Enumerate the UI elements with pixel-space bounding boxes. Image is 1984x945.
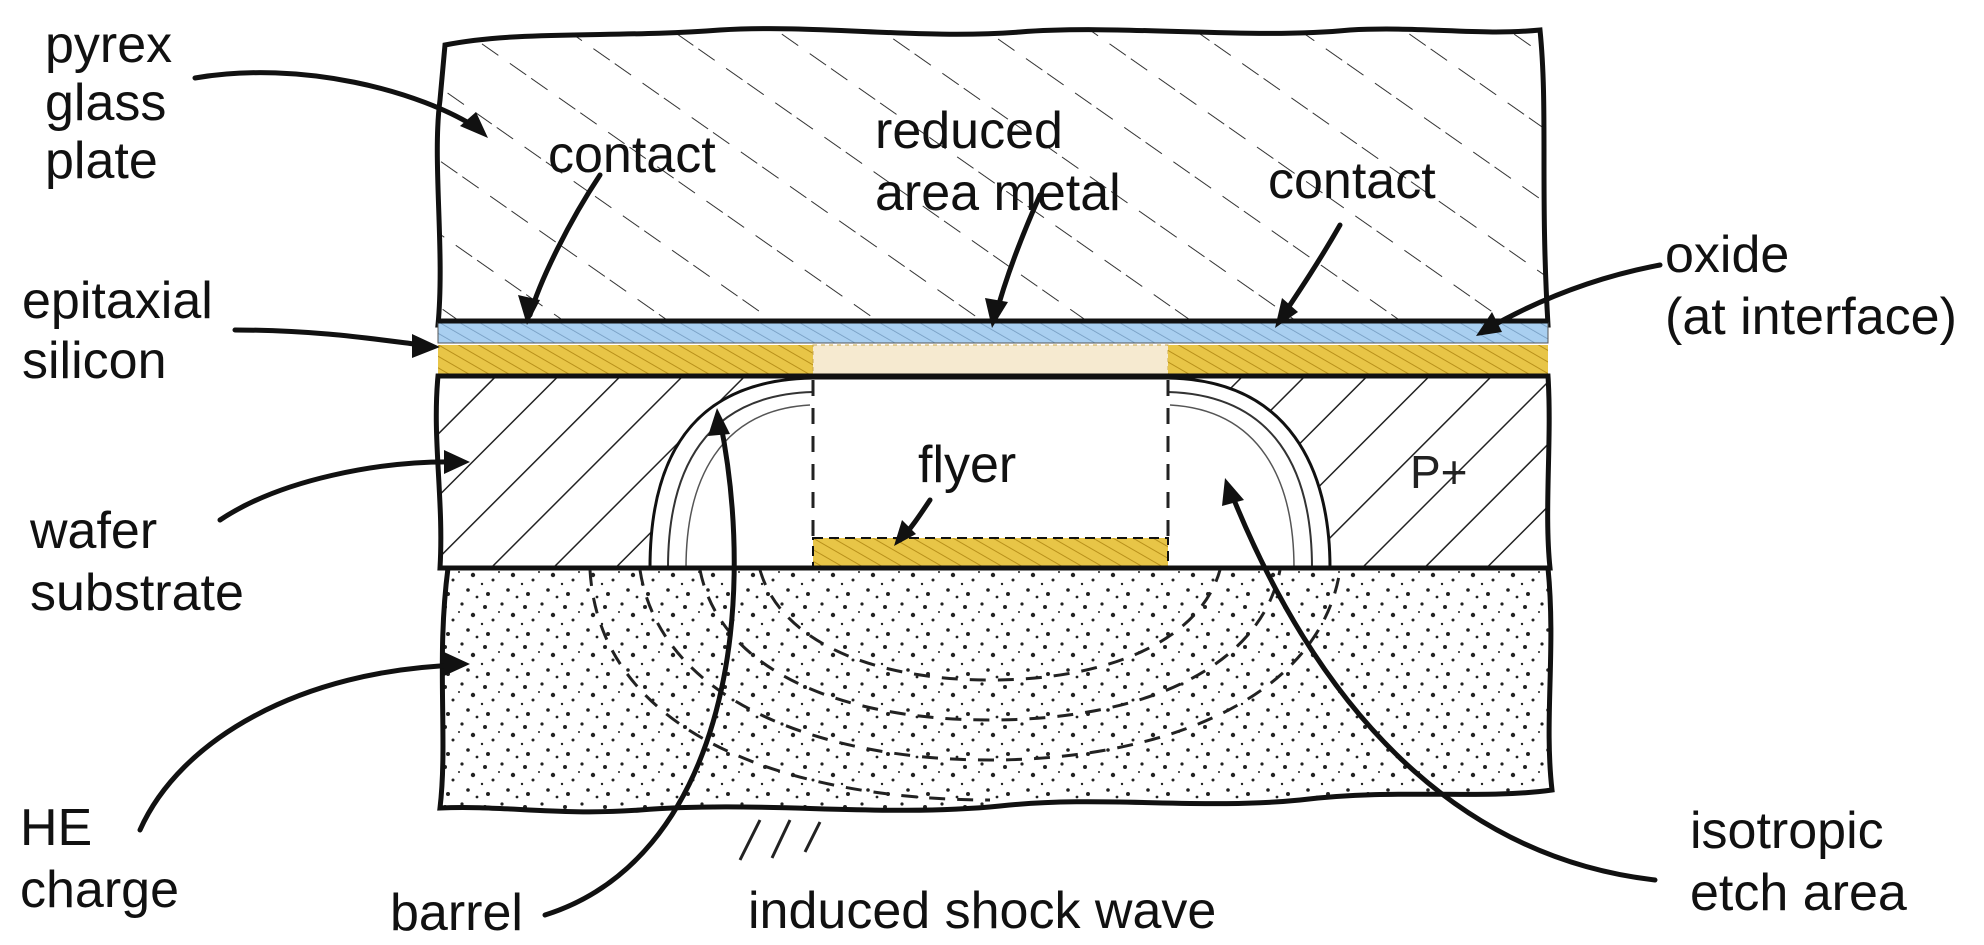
induced-shock-wave-arcs [588,569,1342,861]
etch-cavity [648,376,1332,570]
flyer-label: flyer [918,436,1016,494]
contact-right-label: contact [1268,152,1436,210]
he-charge [437,565,1555,815]
induced-shock-wave-label: induced shock wave [748,882,1216,940]
epitaxial-silicon-left [438,345,813,375]
wafer-substrate-label: wafer substrate [29,502,244,622]
epitaxial-silicon-label: epitaxial silicon [22,272,227,390]
he-charge-label: HE charge [20,799,179,919]
isotropic-etch-area-label: isotropic etch area [1690,802,1907,922]
pyrex-glass-plate-label: pyrex glass plate [45,16,187,190]
leader-arrows [137,70,1663,918]
reduced-area-metal [812,344,1169,376]
flyer [812,537,1169,569]
reduced-area-metal-label: reduced area metal [875,102,1121,222]
contact-left-label: contact [548,126,716,184]
p-plus-label: P+ [1410,446,1468,498]
oxide-label: oxide (at interface) [1665,226,1957,346]
epitaxial-silicon-right [1168,345,1548,375]
barrel-label: barrel [390,884,523,942]
